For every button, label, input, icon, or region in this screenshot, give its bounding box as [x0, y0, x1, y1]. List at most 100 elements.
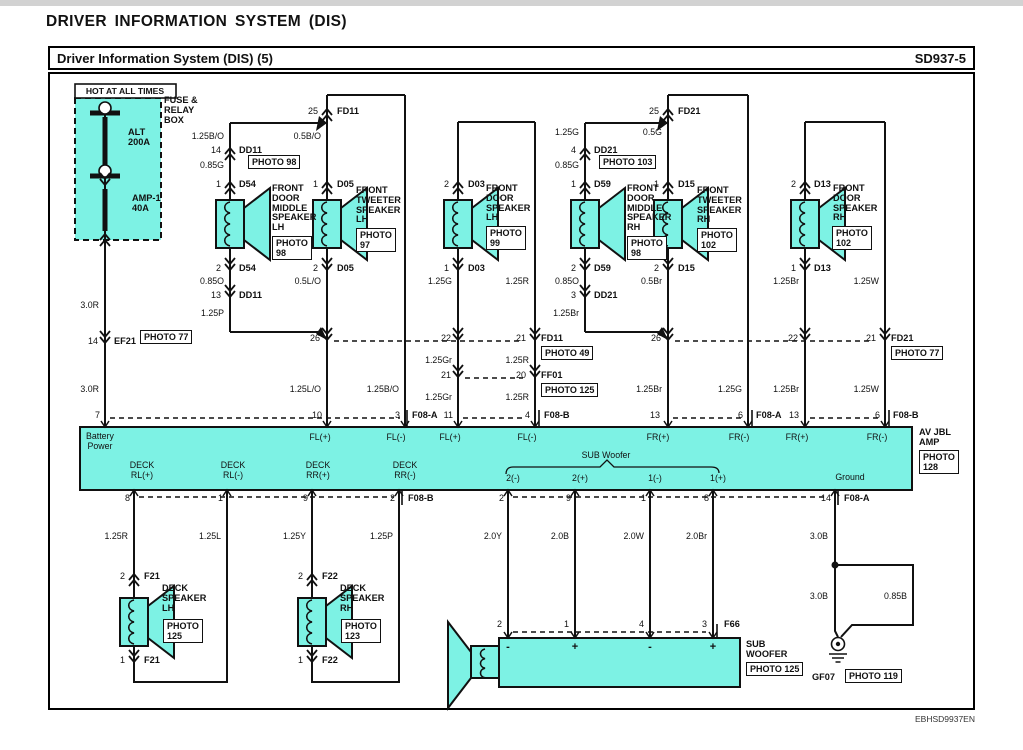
pin-number: 22	[787, 333, 798, 343]
pin-number: 2	[215, 263, 221, 273]
photo-reference-box: PHOTO 99	[486, 226, 526, 250]
fuse-alt-200a-label: ALT 200A	[128, 127, 150, 147]
deck-speaker-lh-label: DECK SPEAKER LH	[162, 583, 207, 613]
pin-number: 1	[640, 493, 646, 503]
pin-number: 2	[790, 179, 796, 189]
connector-name: F08-A	[756, 410, 782, 420]
connector-name: F22	[322, 655, 338, 665]
connector-name: D59	[594, 179, 611, 189]
page-title: DRIVER INFORMATION SYSTEM (DIS)	[46, 13, 347, 30]
hot-at-all-times-label: HOT AT ALL TIMES	[85, 86, 165, 96]
connector-name: F66	[724, 619, 740, 629]
photo-reference-box: PHOTO 125	[541, 383, 599, 397]
wire-gauge: 1.25W	[853, 384, 879, 394]
connector-name: FD11	[541, 333, 563, 343]
pin-number: 1	[563, 619, 569, 629]
hot-at-all-times-box	[74, 83, 177, 99]
pin-number: 3	[570, 290, 576, 300]
pin-number: 11	[443, 410, 453, 420]
wire-gauge: 0.5B/O	[293, 131, 321, 141]
connector-name: D15	[678, 263, 695, 273]
pin-number: 7	[94, 410, 100, 420]
bus-terminal-label: Battery Power	[86, 431, 114, 451]
connector-name: D05	[337, 263, 354, 273]
photo-reference-box: PHOTO 98	[272, 236, 312, 260]
diagram-header-bar: Driver Information System (DIS) (5) SD93…	[48, 46, 975, 70]
pin-number: 2	[496, 619, 502, 629]
connector-name: F08-B	[544, 410, 570, 420]
pin-number: 13	[210, 290, 221, 300]
photo-reference-box: PHOTO 102	[697, 228, 737, 252]
front-door-middle-speaker-lh-label: FRONT DOOR MIDDLE SPEAKER LH	[272, 183, 317, 233]
ground-name: GF07	[812, 672, 835, 682]
wire-gauge: 2.0B	[550, 531, 569, 541]
wire-gauge: 1.25B/O	[191, 131, 224, 141]
wire-gauge: 1.25R	[505, 276, 529, 286]
photo-reference-box: PHOTO 97	[356, 228, 396, 252]
wire-gauge: 1.25G	[555, 127, 579, 137]
front-tweeter-speaker-rh-label: FRONT TWEETER SPEAKER RH	[697, 185, 742, 225]
wire-gauge: 1.25R	[505, 355, 529, 365]
bus-terminal-label: FL(+)	[439, 432, 461, 442]
pin-number: 1	[653, 179, 659, 189]
document-code: EBHSD9937EN	[914, 714, 975, 724]
connector-name: FF01	[541, 370, 563, 380]
connector-name: F21	[144, 571, 160, 581]
pin-number: 1	[119, 655, 125, 665]
connector-name: D54	[239, 179, 256, 189]
pin-number: 1	[312, 179, 318, 189]
pin-number: 1	[570, 179, 576, 189]
bus-terminal-label: FR(-)	[728, 432, 750, 442]
connector-name: F08-B	[893, 410, 919, 420]
bus-terminal-label: FL(-)	[517, 432, 537, 442]
terminal-polarity: -	[648, 641, 652, 653]
wire-gauge: 1.25P	[201, 308, 224, 318]
page-top-strip	[0, 0, 1023, 6]
wire-gauge: 1.25Gr	[425, 392, 452, 402]
pin-number: 2	[443, 179, 449, 189]
pin-number: 14	[210, 145, 221, 155]
sub-woofer-box	[447, 619, 741, 711]
connector-name: F21	[144, 655, 160, 665]
wire-gauge: 0.85O	[555, 276, 579, 286]
pin-number: 21	[440, 370, 451, 380]
wire-gauge: 1.25R	[104, 531, 128, 541]
pin-number: 13	[788, 410, 799, 420]
photo-reference-box: PHOTO 125	[163, 619, 203, 643]
wire-gauge: 1.25Y	[283, 531, 306, 541]
fuse-relay-box	[74, 97, 162, 241]
fuse-amp1-40a-label: AMP-1 40A	[132, 193, 161, 213]
photo-reference-box: PHOTO 77	[140, 330, 193, 344]
pin-number: 4	[524, 410, 530, 420]
bus-terminal-label: DECK RR(+)	[305, 460, 331, 480]
bus-terminal-label: DECK RL(-)	[220, 460, 246, 480]
fuse-relay-box-label: FUSE & RELAY BOX	[164, 95, 198, 125]
pin-number: 2	[570, 263, 576, 273]
pin-number: 2	[312, 263, 318, 273]
photo-reference-box: PHOTO 98	[248, 155, 301, 169]
pin-number: 2	[297, 571, 303, 581]
ground-symbol	[829, 636, 847, 663]
wire-gauge: 1.25W	[853, 276, 879, 286]
connector-name: D03	[468, 263, 485, 273]
bus-terminal-label: 1(-)	[648, 473, 662, 483]
sub-woofer-bus-label: SUB Woofer	[581, 450, 631, 460]
wire-gauge: 0.85G	[200, 160, 224, 170]
pin-number: 3	[701, 619, 707, 629]
connector-name: F08-A	[412, 410, 438, 420]
connector-name: FD11	[337, 106, 359, 116]
bus-terminal-label: FR(+)	[646, 432, 670, 442]
bus-terminal-label: FL(-)	[386, 432, 406, 442]
pin-number: 2	[653, 263, 659, 273]
wire-gauge: 0.85O	[200, 276, 224, 286]
terminal-polarity: -	[506, 641, 510, 653]
bus-terminal-label: FR(-)	[866, 432, 888, 442]
bus-terminal-label: DECK RR(-)	[392, 460, 418, 480]
connector-name: EF21	[114, 336, 136, 346]
pin-number: 9	[302, 493, 308, 503]
deck-speaker-rh-label: DECK SPEAKER RH	[340, 583, 385, 613]
connector-name: D13	[814, 263, 831, 273]
front-tweeter-speaker-lh-label: FRONT TWEETER SPEAKER LH	[356, 185, 401, 225]
photo-reference-box: PHOTO 102	[832, 226, 872, 250]
